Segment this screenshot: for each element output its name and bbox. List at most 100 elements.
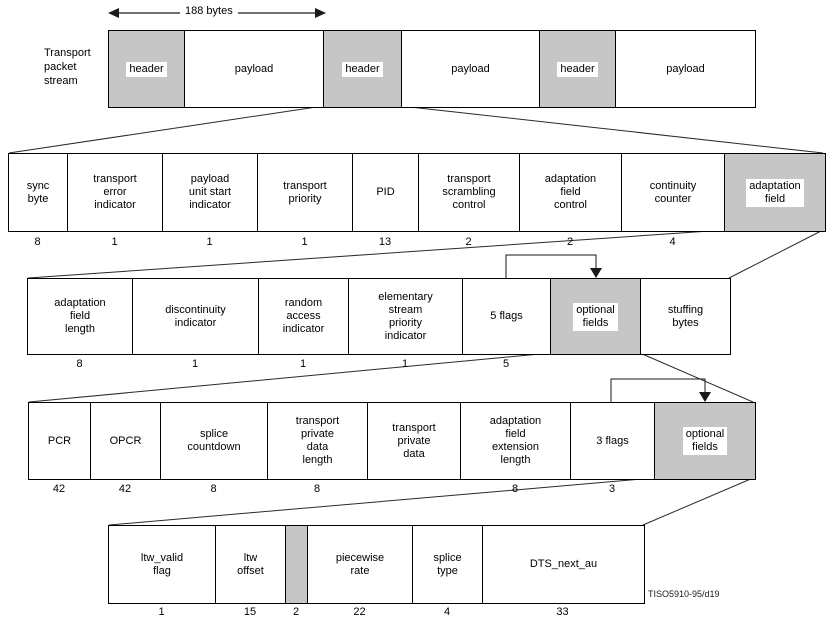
bits-adaptation-field-length: 8 — [76, 358, 83, 370]
flags3-arrowhead-icon — [699, 392, 711, 402]
box-ltw-valid-flag: ltw_valid flag — [109, 526, 216, 603]
box-header-3: header — [540, 31, 616, 107]
row-packet-header: sync byte transport error indicator payl… — [8, 153, 826, 232]
box-label: transport error indicator — [93, 173, 137, 211]
expand-optional2-right-line — [642, 477, 754, 526]
box-label: PCR — [47, 434, 72, 447]
bits-discontinuity-indicator: 1 — [191, 358, 199, 370]
box-label: adaptation field extension length — [489, 415, 542, 466]
bits-transport-scrambling-control: 2 — [465, 236, 472, 248]
box-label: adaptation field length — [54, 297, 106, 335]
bits-splice-type: 4 — [443, 606, 451, 618]
box-label: payload — [451, 62, 490, 75]
row-transport-packet-stream: header payload header payload header pay… — [108, 30, 756, 108]
bits-splice-countdown: 8 — [210, 483, 217, 495]
bits-piecewise-rate: 22 — [353, 606, 366, 618]
bits-transport-error-indicator: 1 — [111, 236, 118, 248]
box-label: sync byte — [26, 179, 50, 205]
row-optional-fields-1: PCR OPCR splice countdown transport priv… — [28, 402, 756, 480]
box-label: transport priority — [283, 179, 327, 205]
bits-sync-byte: 8 — [34, 236, 41, 248]
box-label: splice countdown — [187, 428, 241, 453]
box-label: discontinuity indicator — [165, 303, 226, 329]
width-arrow-right-head-icon — [315, 8, 326, 18]
bits-dts-next-au: 33 — [556, 606, 569, 618]
bits-pid: 13 — [378, 236, 392, 248]
bits-transport-private-data-length: 8 — [313, 483, 321, 495]
box-label: header — [557, 61, 598, 77]
expand-adaptation-left-line — [27, 229, 725, 279]
box-label: payload — [234, 62, 274, 75]
box-label: adaptation field — [746, 178, 804, 207]
box-label: adaptation field control — [544, 173, 597, 211]
bits-opcr: 42 — [118, 483, 132, 495]
box-label: optional fields — [573, 302, 618, 331]
box-adaptation-field-control: adaptation field control — [520, 154, 622, 231]
bits-3-flags: 3 — [608, 483, 616, 495]
box-adaptation-field: adaptation field — [725, 154, 825, 231]
box-stuffing-bytes: stuffing bytes — [641, 279, 730, 354]
box-label: continuity counter — [649, 179, 697, 205]
expand-optional1-right-line — [639, 352, 754, 403]
row-optional-fields-2: ltw_valid flag ltw offset piecewise rate… — [108, 525, 645, 604]
box-label: piecewise rate — [335, 551, 385, 577]
bits-reserved: 2 — [292, 606, 300, 618]
width-arrow-left-head-icon — [108, 8, 119, 18]
box-label: transport scrambling control — [442, 173, 496, 211]
flags3-to-optional-arrow — [610, 378, 706, 402]
box-piecewise-rate: piecewise rate — [308, 526, 413, 603]
expand-optional2-left-line — [108, 477, 655, 526]
expand-header-left-line — [8, 105, 324, 154]
box-label: transport private data length — [295, 415, 340, 466]
flags5-to-optional-arrow — [505, 254, 597, 278]
box-random-access-indicator: random access indicator — [259, 279, 349, 354]
box-payload-2: payload — [402, 31, 540, 107]
packet-size-label: 188 bytes — [180, 5, 238, 17]
box-transport-error-indicator: transport error indicator — [68, 154, 163, 231]
bits-ltw-offset: 15 — [243, 606, 257, 618]
box-discontinuity-indicator: discontinuity indicator — [133, 279, 259, 354]
box-splice-type: splice type — [413, 526, 483, 603]
box-header-1: header — [109, 31, 185, 107]
box-5-flags: 5 flags — [463, 279, 551, 354]
box-transport-scrambling-control: transport scrambling control — [419, 154, 520, 231]
box-dts-next-au: DTS_next_au — [483, 526, 644, 603]
expand-optional1-left-line — [28, 352, 551, 403]
box-3-flags: 3 flags — [571, 403, 655, 479]
bits-random-access-indicator: 1 — [299, 358, 307, 370]
box-label: header — [126, 61, 167, 77]
box-payload-unit-start-indicator: payload unit start indicator — [163, 154, 258, 231]
box-transport-priority: transport priority — [258, 154, 353, 231]
bits-adaptation-field-extension-length: 8 — [511, 483, 519, 495]
bits-adaptation-field-control: 2 — [566, 236, 574, 248]
box-label: optional fields — [682, 427, 728, 455]
box-splice-countdown: splice countdown — [161, 403, 268, 479]
expand-header-right-line — [400, 105, 824, 154]
stream-label: Transport packet stream — [44, 47, 91, 87]
box-pid: PID — [353, 154, 419, 231]
box-label: elementary stream priority indicator — [378, 290, 433, 342]
box-label: 5 flags — [490, 310, 523, 322]
box-label: ltw offset — [237, 551, 264, 577]
box-optional-fields-2: optional fields — [655, 403, 755, 479]
box-label: payload — [666, 62, 705, 75]
box-elementary-stream-priority-indicator: elementary stream priority indicator — [349, 279, 463, 354]
box-optional-fields-1: optional fields — [551, 279, 641, 354]
box-transport-private-data-length: transport private data length — [268, 403, 368, 479]
box-label: PID — [376, 186, 395, 198]
box-payload-3: payload — [616, 31, 755, 107]
box-reserved — [286, 526, 308, 603]
bits-ltw-valid-flag: 1 — [158, 606, 165, 618]
box-label: splice type — [433, 551, 462, 577]
box-label: payload unit start indicator — [188, 173, 232, 211]
row-adaptation-field: adaptation field length discontinuity in… — [27, 278, 731, 355]
expand-adaptation-right-line — [728, 229, 824, 279]
box-label: 3 flags — [596, 434, 629, 447]
box-payload-1: payload — [185, 31, 324, 107]
bits-5-flags: 5 — [502, 358, 510, 370]
bits-continuity-counter: 4 — [669, 236, 676, 248]
box-label: header — [342, 61, 383, 77]
bits-elementary-stream-priority-indicator: 1 — [401, 358, 409, 370]
